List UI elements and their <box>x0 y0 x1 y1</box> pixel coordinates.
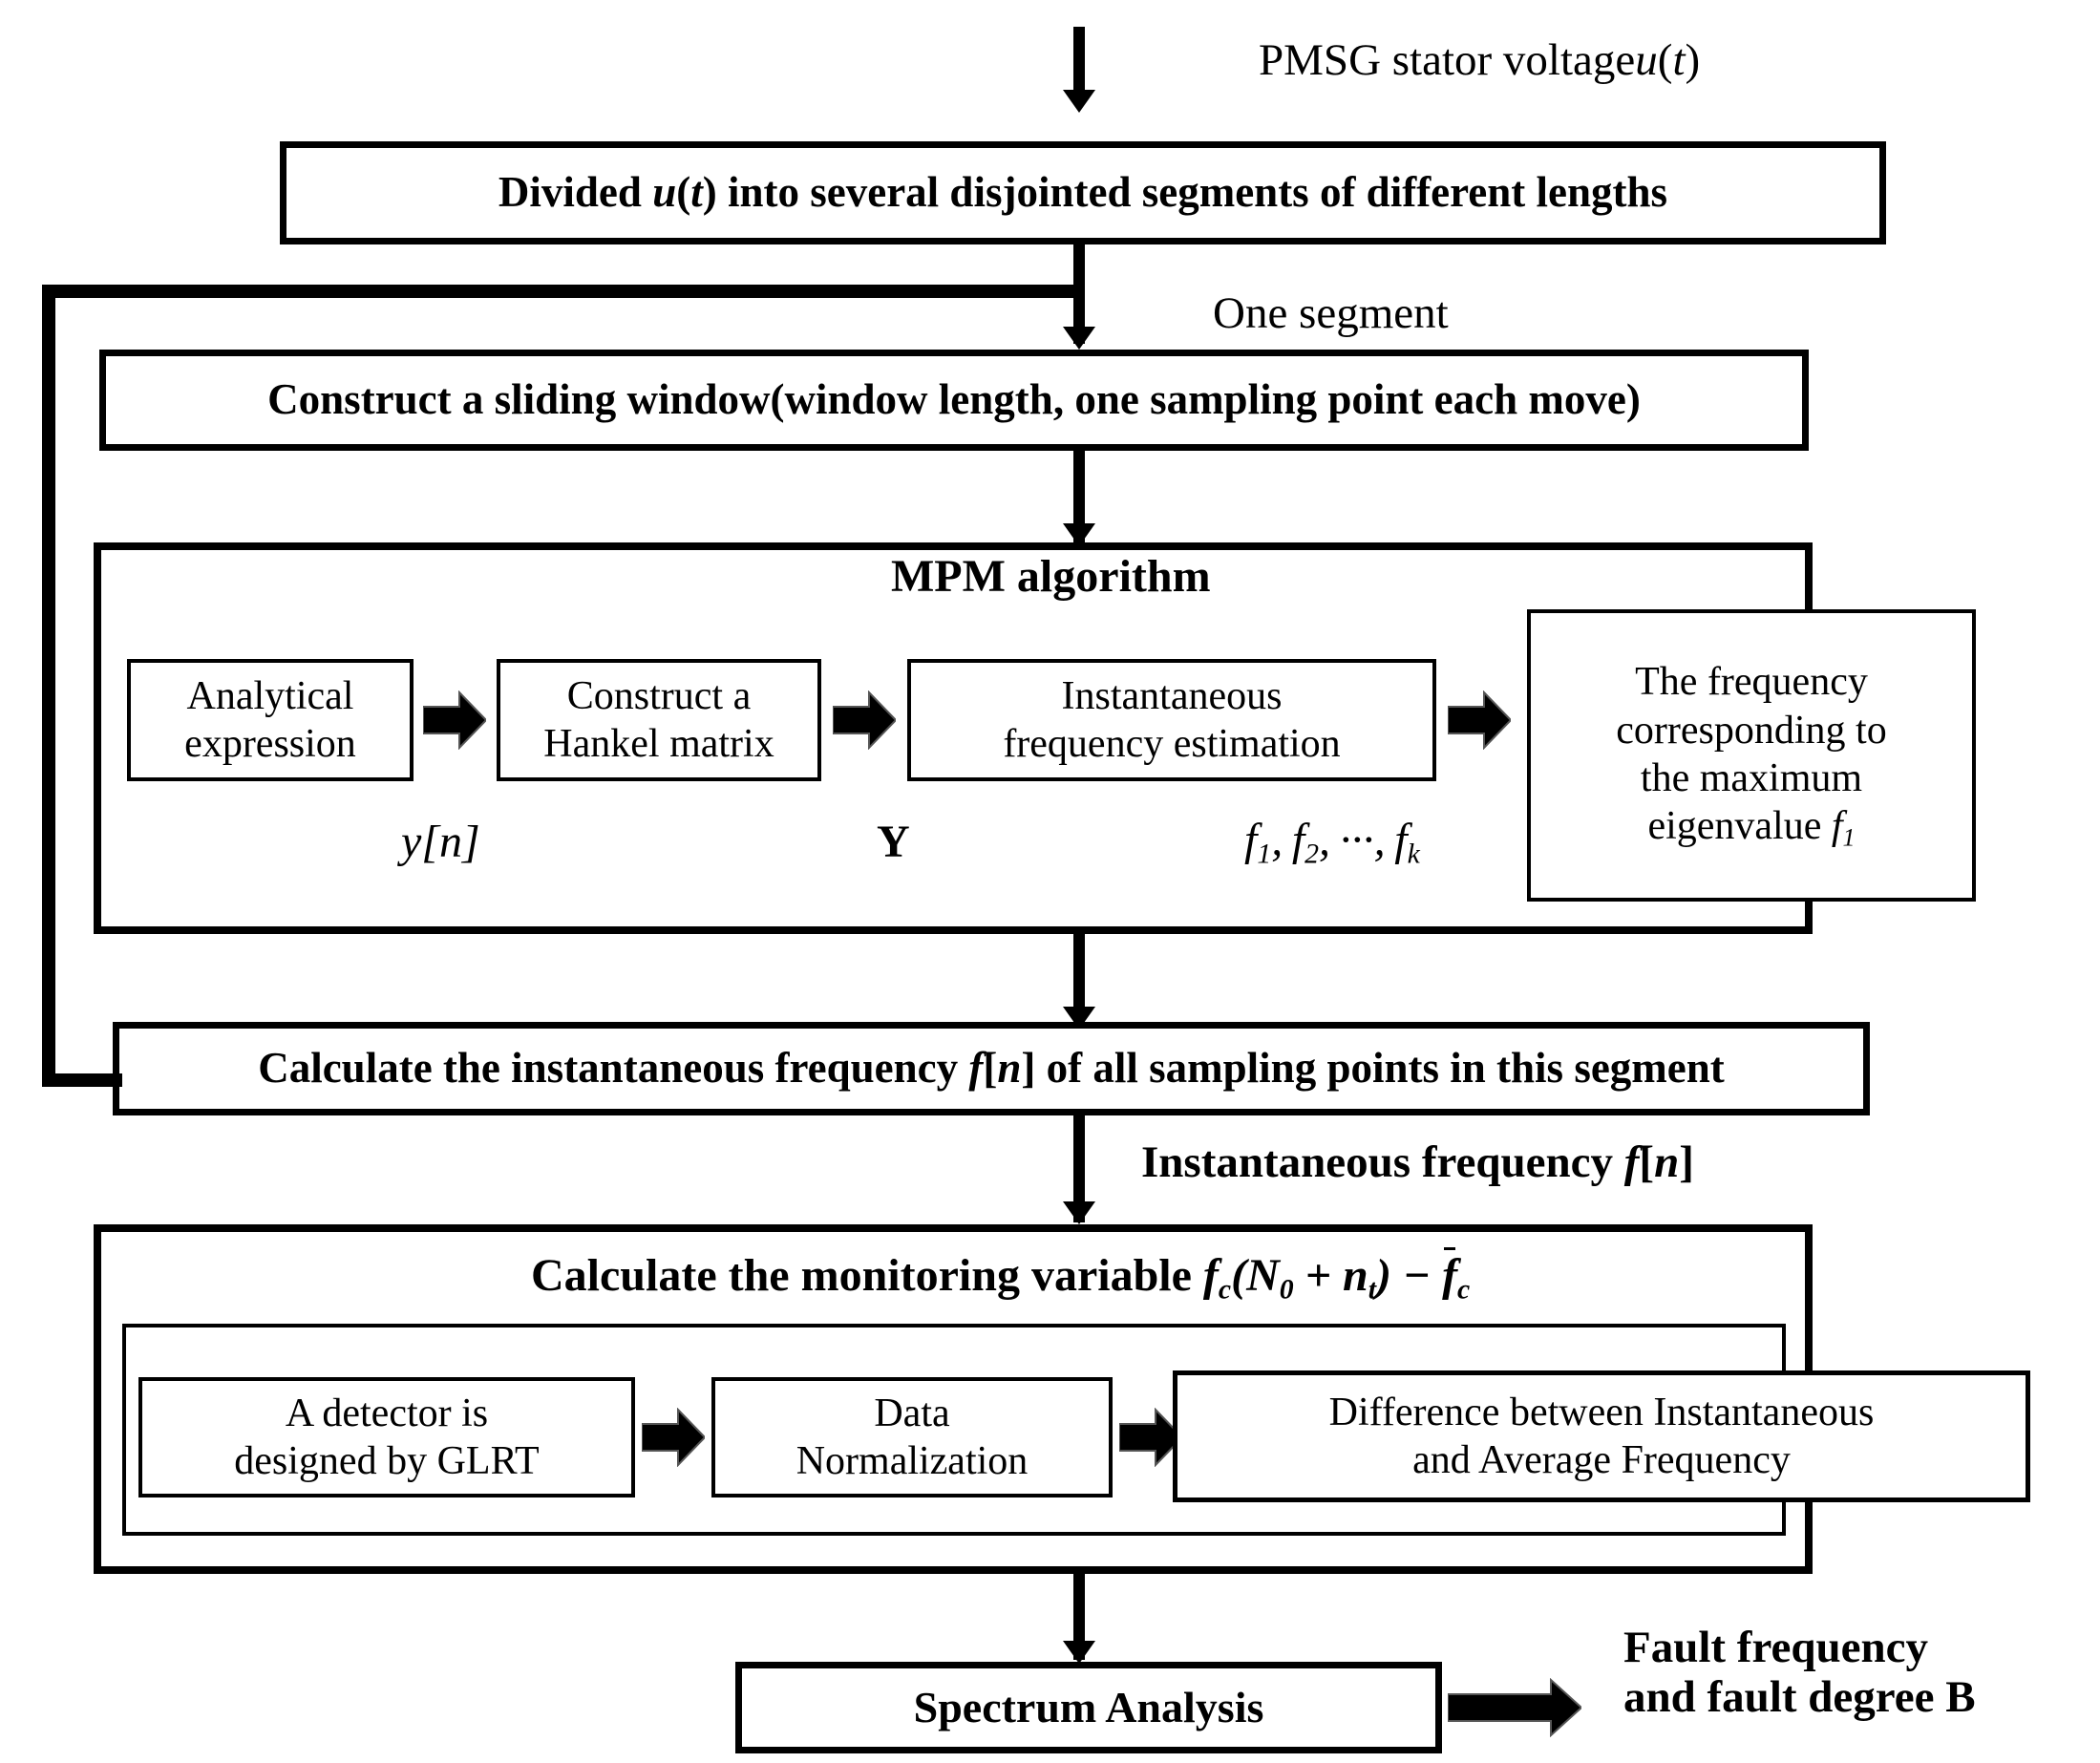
calcif-symbol: f <box>968 1044 984 1093</box>
arrow-normalization-to-difference <box>1119 1408 1182 1467</box>
input-label-t: t <box>1672 35 1686 85</box>
glrt-line2: designed by GLRT <box>234 1439 540 1483</box>
arrow-analytical-to-hankel <box>423 690 486 750</box>
arrow-glrt-to-normalization <box>642 1408 705 1467</box>
ifest-line1: Instantaneous <box>1061 673 1283 718</box>
output-label: Fault frequency and fault degree B <box>1623 1623 1976 1722</box>
input-arrow-line <box>1073 27 1085 96</box>
glrt-line1: A detector is <box>285 1391 489 1435</box>
input-label-paren2: ) <box>1685 35 1701 85</box>
difference-label: Difference between Instantaneous and Ave… <box>1329 1389 1875 1485</box>
divide-paren-close: ) <box>702 168 717 217</box>
box-glrt-detector[interactable]: A detector is designed by GLRT <box>138 1377 635 1497</box>
arrow-estimation-to-maxeig <box>1448 690 1511 750</box>
maxeig-f1: f1 <box>1831 804 1856 852</box>
edge-label-one-segment: One segment <box>1213 288 1449 338</box>
box-instantaneous-frequency-estimation[interactable]: Instantaneous frequency estimation <box>907 659 1436 781</box>
hankel-matrix-label: Construct a Hankel matrix <box>543 672 774 769</box>
divide-pre: Divided <box>498 168 653 217</box>
connector-calcif-to-monitor <box>1073 1115 1085 1222</box>
connector-calcif-to-monitor-head <box>1063 1201 1095 1224</box>
feedback-horizontal-top <box>42 285 1079 298</box>
divide-u: u <box>652 168 677 217</box>
connector-divide-to-window-head <box>1063 327 1095 350</box>
monitoring-variable-title: Calculate the monitoring variable fc(N0 … <box>531 1247 1471 1306</box>
box-calculate-instantaneous-frequency[interactable]: Calculate the instantaneous frequency f[… <box>113 1022 1870 1115</box>
maxeig-line1: The frequency <box>1635 660 1868 705</box>
input-label-paren: ( <box>1657 35 1673 85</box>
input-label-text: PMSG stator voltage <box>1259 35 1636 85</box>
analytical-line2: expression <box>184 722 356 766</box>
hankel-line1: Construct a <box>566 673 752 718</box>
box-divide-signal[interactable]: Divided u(t) into several disjointed seg… <box>280 141 1886 244</box>
input-label: PMSG stator voltageu(t) <box>1259 35 1701 86</box>
divide-t: t <box>690 168 703 217</box>
glrt-detector-label: A detector is designed by GLRT <box>234 1390 539 1486</box>
calc-if-label: Calculate the instantaneous frequency f[… <box>258 1044 1725 1093</box>
box-analytical-expression[interactable]: Analytical expression <box>127 659 414 781</box>
input-label-symbol: u <box>1635 35 1658 85</box>
connector-divide-to-window <box>1073 244 1085 344</box>
mpm-algorithm-title: MPM algorithm <box>891 551 1211 602</box>
arrow-spectrum-to-output <box>1448 1678 1581 1737</box>
if-edge-n: n <box>1654 1137 1680 1187</box>
connector-monitor-to-spectrum-head <box>1063 1641 1095 1664</box>
box-sliding-window[interactable]: Construct a sliding window(window length… <box>99 350 1809 451</box>
analytical-expression-label: Analytical expression <box>184 672 356 769</box>
connector-window-to-mpm <box>1073 451 1085 542</box>
maxeig-line4-pre: eigenvalue <box>1647 804 1832 849</box>
norm-line2: Normalization <box>795 1439 1029 1483</box>
if-estimation-label: Instantaneous frequency estimation <box>1003 672 1340 769</box>
monitor-title-pre: Calculate the monitoring variable <box>531 1250 1203 1301</box>
divide-paren-open: ( <box>676 168 691 217</box>
feedback-horizontal-bottom <box>42 1073 122 1087</box>
edge-label-Y: Y <box>877 817 910 867</box>
calcif-post: of all sampling points in this segment <box>1035 1044 1725 1093</box>
maxeig-line3: the maximum <box>1640 755 1863 800</box>
box-hankel-matrix[interactable]: Construct a Hankel matrix <box>497 659 821 781</box>
feedback-vertical-left <box>42 285 55 1087</box>
monitor-formula: fc(N0 + nt) − fc <box>1202 1247 1471 1306</box>
input-arrow-head <box>1063 90 1095 113</box>
box-max-eigenvalue-frequency[interactable]: The frequency corresponding to the maxim… <box>1527 609 1976 902</box>
max-eigen-label: The frequency corresponding to the maxim… <box>1616 658 1886 853</box>
edge-label-instantaneous-frequency: Instantaneous frequency f[n] <box>1141 1137 1694 1187</box>
norm-line1: Data <box>874 1391 950 1435</box>
connector-monitor-to-spectrum <box>1073 1574 1085 1660</box>
edge-label-yn: y[n] <box>401 817 480 867</box>
if-edge-f: f <box>1623 1137 1640 1187</box>
box-frequency-difference[interactable]: Difference between Instantaneous and Ave… <box>1173 1370 2030 1502</box>
diff-line1: Difference between Instantaneous <box>1328 1390 1875 1434</box>
calcif-pre: Calculate the instantaneous frequency <box>258 1044 969 1093</box>
analytical-line1: Analytical <box>186 673 354 718</box>
arrow-hankel-to-estimation <box>833 690 896 750</box>
maxeig-line2: corresponding to <box>1616 708 1887 753</box>
box-data-normalization[interactable]: Data Normalization <box>711 1377 1113 1497</box>
hankel-line2: Hankel matrix <box>543 722 774 766</box>
normalization-label: Data Normalization <box>796 1390 1029 1486</box>
output-line2: and fault degree B <box>1623 1671 1976 1722</box>
diff-line2: and Average Frequency <box>1412 1438 1791 1482</box>
connector-mpm-to-calcif <box>1073 934 1085 1026</box>
calcif-n: n <box>997 1044 1022 1093</box>
box-divide-signal-label: Divided u(t) into several disjointed seg… <box>498 168 1667 218</box>
edge-label-frequency-list: f1, f2, ···, fk <box>1244 815 1420 870</box>
ifest-line2: frequency estimation <box>1003 722 1341 766</box>
box-spectrum-analysis[interactable]: Spectrum Analysis <box>735 1662 1442 1753</box>
if-edge-pre: Instantaneous frequency <box>1141 1137 1624 1187</box>
divide-post: into several disjointed segments of diff… <box>716 168 1668 217</box>
output-line1: Fault frequency <box>1623 1623 1928 1672</box>
